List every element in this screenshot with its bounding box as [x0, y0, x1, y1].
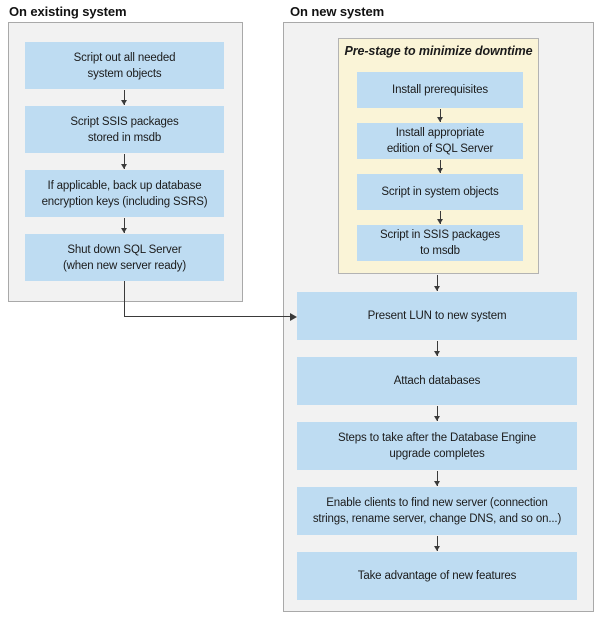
flow-arrow-down	[121, 154, 127, 169]
step-attach-databases: Attach databases	[297, 357, 577, 405]
flow-arrow-down	[437, 211, 443, 224]
cross-system-arrow-vertical	[124, 281, 125, 317]
step-post-upgrade-steps: Steps to take after the Database Engine …	[297, 422, 577, 470]
step-backup-encryption-keys: If applicable, back up database encrypti…	[25, 170, 224, 217]
cross-system-arrow-horizontal	[124, 316, 291, 317]
prestage-title: Pre-stage to minimize downtime	[344, 44, 533, 58]
step-install-sql-server-edition: Install appropriate edition of SQL Serve…	[357, 123, 523, 159]
flow-arrow-down	[434, 275, 440, 291]
cross-system-arrow-head	[290, 312, 297, 321]
new-system-heading: On new system	[290, 4, 385, 19]
flow-arrow-down	[434, 406, 440, 421]
step-enable-clients: Enable clients to find new server (conne…	[297, 487, 577, 535]
step-take-advantage-new-features: Take advantage of new features	[297, 552, 577, 600]
flow-arrow-down	[121, 218, 127, 233]
step-present-lun: Present LUN to new system	[297, 292, 577, 340]
step-script-out-system-objects: Script out all needed system objects	[25, 42, 224, 89]
step-shut-down-sql-server: Shut down SQL Server (when new server re…	[25, 234, 224, 281]
step-install-prerequisites: Install prerequisites	[357, 72, 523, 108]
flow-arrow-down	[121, 90, 127, 105]
flow-arrow-down	[434, 536, 440, 551]
step-script-ssis-packages: Script SSIS packages stored in msdb	[25, 106, 224, 153]
existing-system-heading: On existing system	[9, 4, 127, 19]
flow-arrow-down	[434, 471, 440, 486]
flow-arrow-down	[437, 160, 443, 173]
step-script-in-system-objects: Script in system objects	[357, 174, 523, 210]
step-script-in-ssis-packages: Script in SSIS packages to msdb	[357, 225, 523, 261]
flow-arrow-down	[434, 341, 440, 356]
flow-arrow-down	[437, 109, 443, 122]
